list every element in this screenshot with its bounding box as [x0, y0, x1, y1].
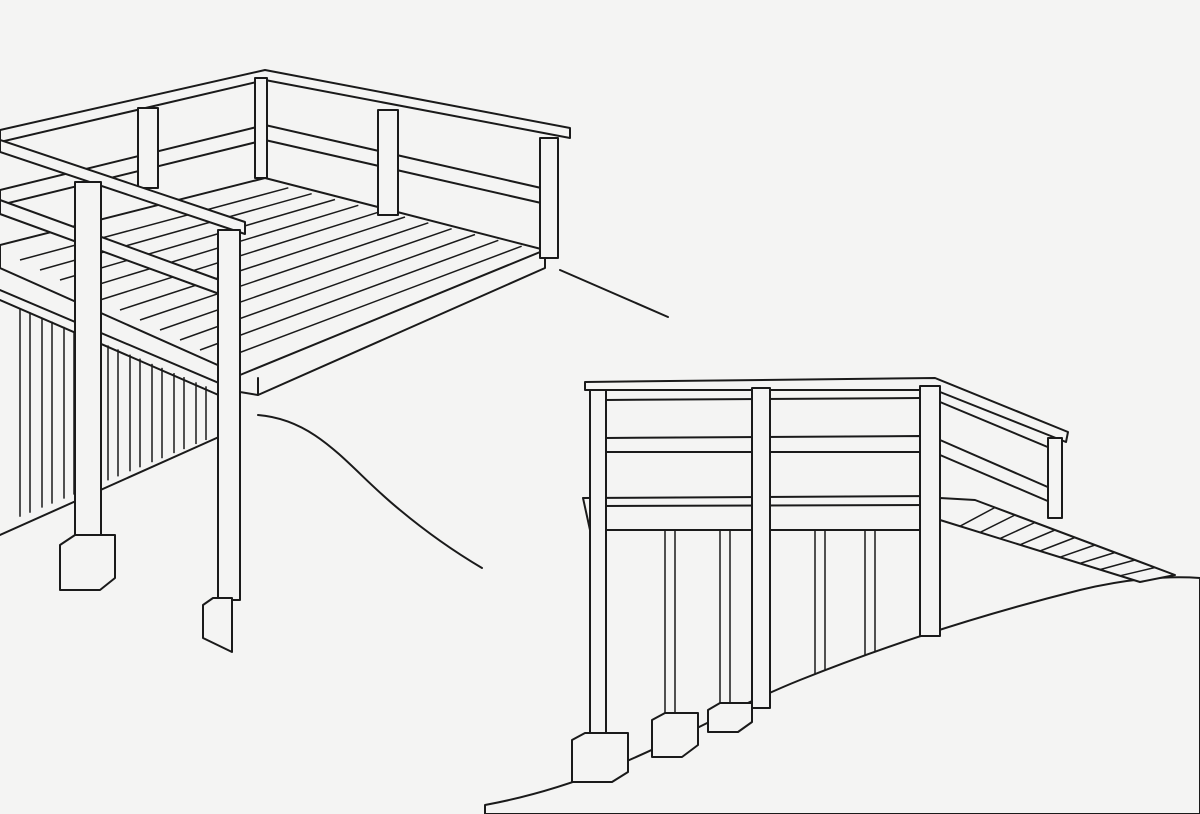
- front-post: [74, 181, 102, 541]
- ramp-slat: [1099, 559, 1136, 571]
- back-post: [377, 109, 399, 216]
- back-post: [254, 77, 268, 179]
- front-top-rail: [0, 139, 246, 235]
- ramp-slat: [1019, 529, 1056, 546]
- ramp-slat: [959, 506, 996, 527]
- corner-post: [539, 137, 559, 259]
- left-back-ground-line: [559, 269, 669, 318]
- deck-plank: [219, 245, 522, 361]
- back-post: [137, 107, 159, 189]
- deck-plank: [139, 222, 429, 321]
- post-footing: [571, 732, 629, 783]
- ramp-slat: [1119, 566, 1156, 577]
- side-rails: [604, 397, 1051, 503]
- rail-post: [751, 387, 771, 709]
- ramp-slats: [959, 506, 1156, 577]
- ramp-slat: [999, 521, 1036, 540]
- rail-post: [1047, 437, 1063, 519]
- deck-beam: [0, 289, 241, 401]
- post-footing: [202, 597, 233, 653]
- deck-plank: [59, 198, 336, 281]
- left-deck: [0, 69, 669, 653]
- ramp-slat: [979, 514, 1016, 534]
- ramp-slat: [1079, 551, 1116, 565]
- top-rail: [584, 377, 1069, 443]
- post-footing: [59, 534, 116, 591]
- deck-plank: [159, 227, 452, 331]
- deck-plank: [119, 216, 406, 311]
- right-boardwalk: [484, 377, 1200, 814]
- deck-plank: [19, 187, 289, 261]
- left-hill-curve: [257, 414, 483, 569]
- back-top-rail: [0, 69, 571, 143]
- left-ground-line: [0, 431, 231, 536]
- ramp-slat: [1059, 544, 1096, 558]
- front-post: [217, 229, 241, 601]
- rail-post: [919, 385, 941, 637]
- post-footing: [707, 702, 753, 733]
- ramp-slat: [1039, 536, 1076, 552]
- deck-plank: [199, 239, 499, 351]
- rail-post: [589, 389, 607, 736]
- post-footing: [651, 712, 699, 758]
- support-posts: [664, 530, 876, 715]
